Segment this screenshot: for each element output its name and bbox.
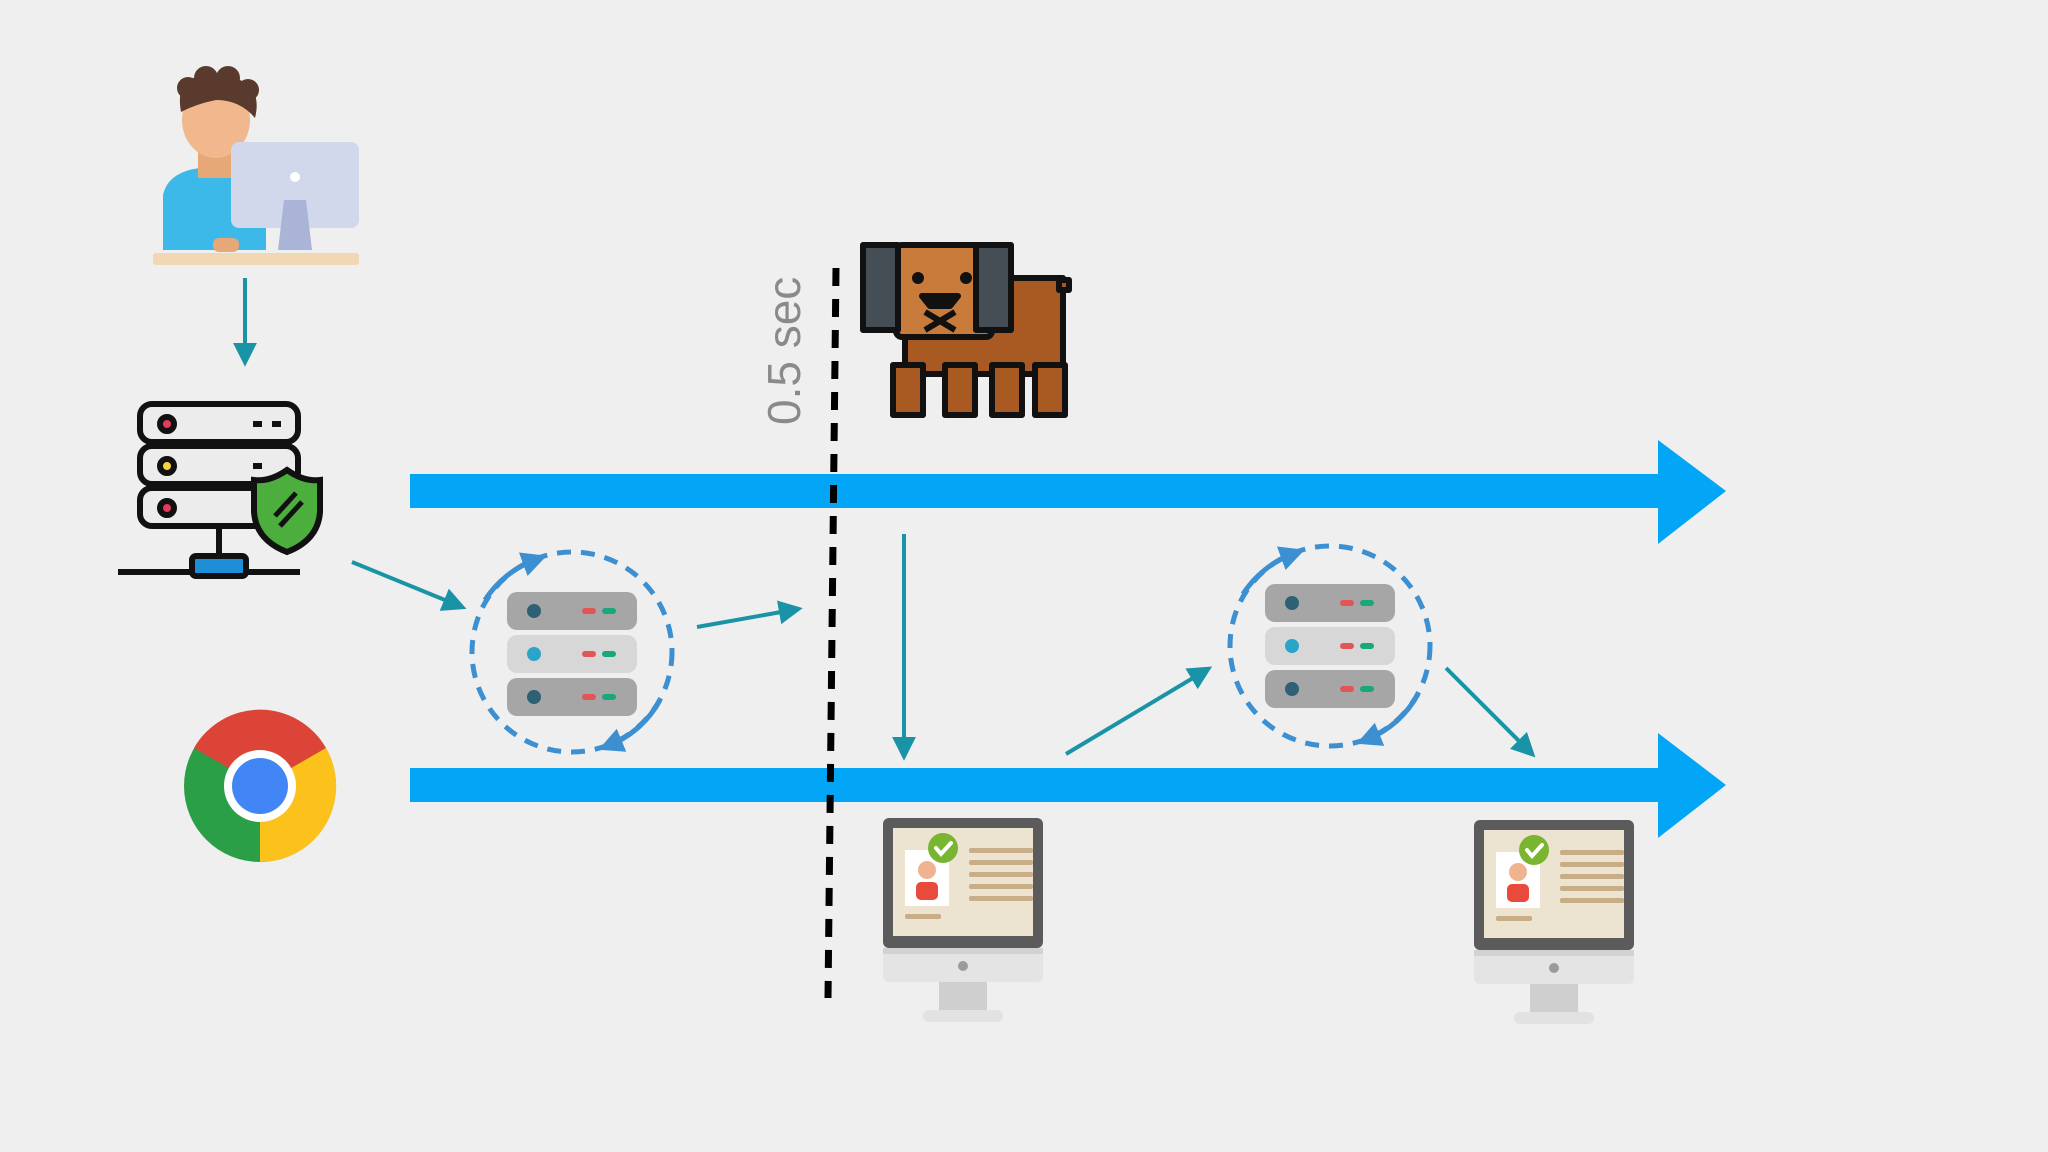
rendering-cycle-1 (469, 549, 675, 755)
user-at-computer-icon (153, 66, 359, 265)
rendered-page-monitor-icon (1472, 818, 1636, 1026)
flow-arrow-to-render-2 (1064, 666, 1213, 756)
timeline-arrow-top (410, 440, 1726, 544)
rendering-server-icon (1265, 584, 1395, 708)
rendered-page-monitor-icon (881, 816, 1045, 1024)
flow-arrow-server-to-render (351, 560, 467, 611)
rendering-server-icon (507, 592, 637, 716)
deadline-label: 0.5 sec (758, 277, 810, 425)
secured-server-icon (118, 401, 323, 579)
flow-arrow-render-2-to-output (1444, 666, 1536, 758)
flow-arrow-render-to-deadline (696, 600, 803, 629)
timeline-arrow-bottom (410, 733, 1726, 838)
watchdog-dog-icon (860, 242, 1072, 418)
rendering-cycle-2 (1227, 543, 1433, 749)
chrome-browser-icon (184, 709, 337, 863)
